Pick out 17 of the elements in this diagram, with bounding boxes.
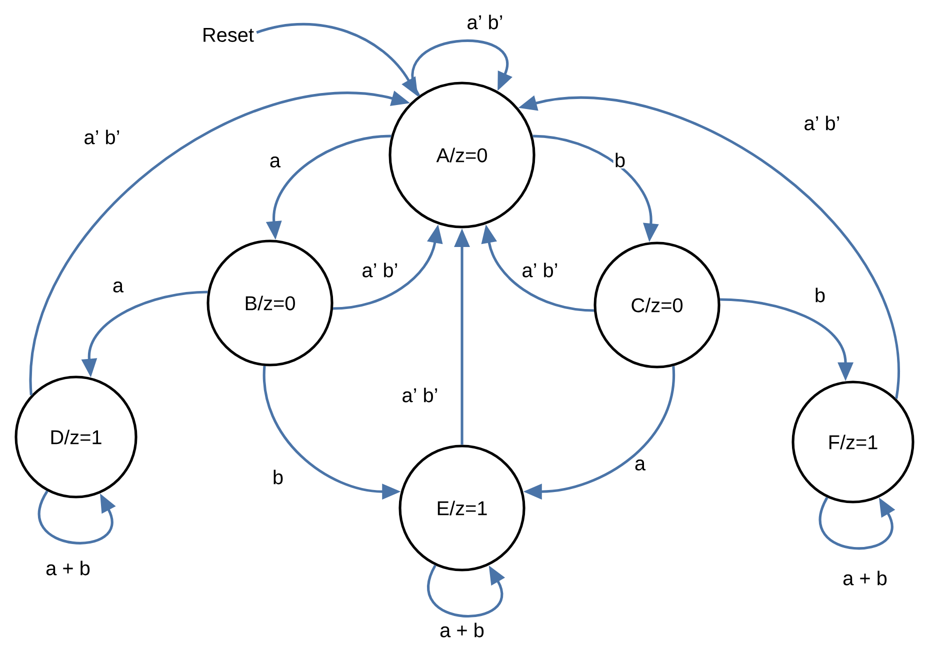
start-label: Reset (204, 28, 254, 42)
edge-label: a’ b’ (466, 14, 504, 30)
edge-label: b (271, 468, 285, 486)
edge-label: a’ b’ (82, 128, 122, 146)
edge-label: b (813, 286, 827, 304)
edge-label: a’ b’ (802, 114, 842, 132)
self-loop-arrow (412, 39, 512, 96)
edge-label: a + b (438, 622, 486, 638)
edge-label: a’ b’ (400, 386, 440, 404)
edge-label: b (613, 152, 627, 168)
edge-label: a (633, 458, 647, 472)
edge-label: a’ b’ (520, 262, 560, 278)
edge-label: a’ b’ (360, 262, 400, 278)
edge-label: a + b (44, 560, 92, 576)
edge-label: a (111, 280, 125, 294)
edge-label: a (268, 155, 282, 169)
edge-label: a + b (841, 570, 889, 586)
